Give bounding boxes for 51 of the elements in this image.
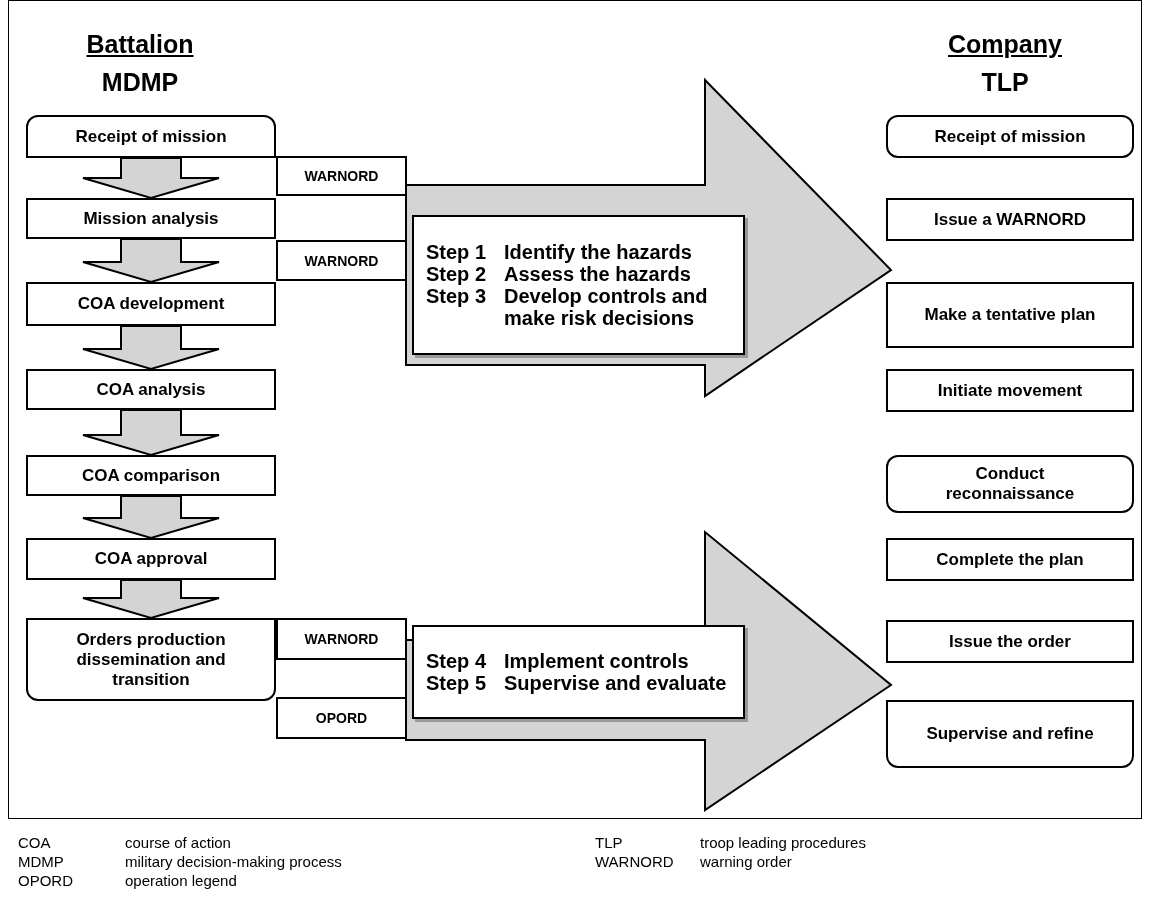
process-box: Supervise and refine xyxy=(886,700,1134,768)
process-box: Conduct reconnaissance xyxy=(886,455,1134,513)
step-text: Supervise and evaluate xyxy=(504,672,728,694)
abbreviation: TLP xyxy=(595,834,623,851)
step-number: Step 1 xyxy=(426,241,487,263)
step-number: Step 3 xyxy=(426,285,487,309)
order-tag-box: WARNORD xyxy=(276,618,407,660)
process-box: Issue the order xyxy=(886,620,1134,663)
definition: military decision-making process xyxy=(125,853,342,870)
process-box: Mission analysis xyxy=(26,198,276,239)
process-box: Issue a WARNORD xyxy=(886,198,1134,241)
definition: course of action xyxy=(125,834,231,851)
process-box: Initiate movement xyxy=(886,369,1134,412)
step-text: Assess the hazards xyxy=(504,263,692,285)
process-box: Orders production dissemination and transition xyxy=(26,618,276,701)
block-arrow xyxy=(82,495,220,540)
column-heading: TLP xyxy=(981,68,1029,97)
column-heading: MDMP xyxy=(101,68,179,97)
step-text: Implement controls xyxy=(504,650,690,672)
abbreviation: WARNORD xyxy=(595,853,674,870)
process-box: COA approval xyxy=(26,538,276,580)
block-arrow xyxy=(82,238,220,284)
column-heading: Battalion xyxy=(86,30,194,59)
step-number: Step 5 xyxy=(426,672,487,694)
order-tag-box: WARNORD xyxy=(276,240,407,281)
column-heading: Company xyxy=(948,30,1062,59)
step-text: Identify the hazards xyxy=(504,241,693,263)
step-number: Step 2 xyxy=(426,263,487,285)
step-number: Step 4 xyxy=(426,650,487,672)
definition: operation legend xyxy=(125,872,237,889)
process-box: COA comparison xyxy=(26,455,276,496)
process-box: Receipt of mission xyxy=(26,115,276,158)
process-box: COA development xyxy=(26,282,276,326)
process-box: Make a tentative plan xyxy=(886,282,1134,348)
block-arrow xyxy=(82,409,220,457)
block-arrow xyxy=(82,325,220,371)
definition: warning order xyxy=(700,853,792,870)
order-tag-box: WARNORD xyxy=(276,156,407,196)
abbreviation: COA xyxy=(18,834,51,851)
order-tag-box: OPORD xyxy=(276,697,407,739)
definition: troop leading procedures xyxy=(700,834,866,851)
process-box: Receipt of mission xyxy=(886,115,1134,158)
block-arrow xyxy=(82,579,220,620)
step-box xyxy=(412,215,745,355)
step-box xyxy=(412,625,745,719)
process-box: COA analysis xyxy=(26,369,276,410)
process-box: Complete the plan xyxy=(886,538,1134,581)
block-arrow xyxy=(82,157,220,200)
abbreviation: OPORD xyxy=(18,872,73,889)
step-text: Develop controls and make risk decisions xyxy=(504,285,709,329)
abbreviation: MDMP xyxy=(18,853,64,870)
